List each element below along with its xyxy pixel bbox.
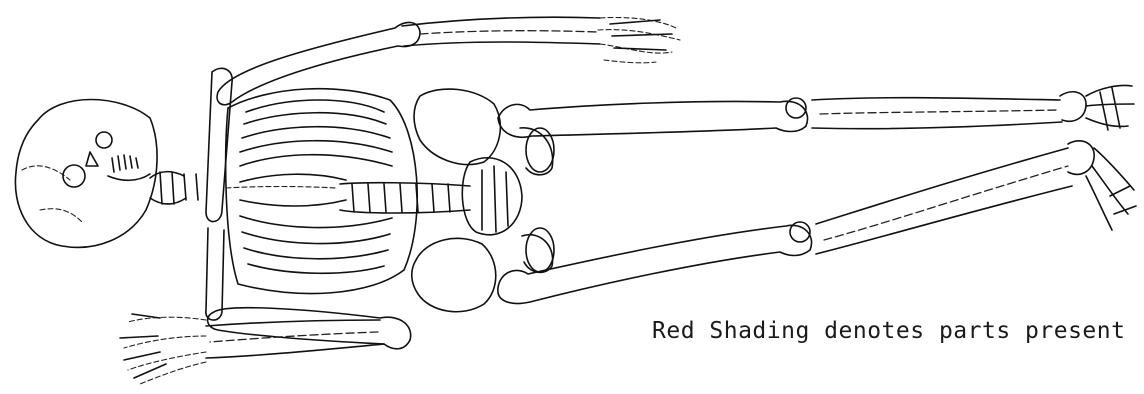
nasal-cavity <box>86 152 98 166</box>
ilium-upper <box>414 89 500 165</box>
ankle-upper <box>1060 92 1086 121</box>
upper-arm-group <box>217 17 680 104</box>
hand-lower <box>124 317 206 384</box>
obturator-upper <box>526 128 554 172</box>
lower-arm-group <box>120 308 411 384</box>
eye-socket-right <box>96 132 112 148</box>
ankle-lower <box>1068 141 1094 174</box>
humerus-lower <box>208 308 411 349</box>
foot-upper <box>1086 85 1134 130</box>
fibula-lower <box>824 166 1068 240</box>
lumbar-spine <box>340 183 470 213</box>
clavicle-lower <box>206 228 224 320</box>
fingers-lower <box>120 314 166 378</box>
radius-ulna-lower-dash <box>210 332 378 342</box>
femur-upper <box>498 101 808 137</box>
teeth <box>112 155 138 172</box>
obturator-lower <box>526 228 554 272</box>
fingers-upper <box>610 20 672 50</box>
pubis <box>520 128 553 273</box>
humerus-upper <box>217 22 420 104</box>
ilium-lower <box>412 238 496 311</box>
ribcage <box>226 89 418 294</box>
tibia-lower <box>816 148 1072 254</box>
radius-ulna-upper-dash <box>420 31 598 34</box>
caption-text: Red Shading denotes parts present <box>652 314 1132 348</box>
jaw <box>108 174 150 180</box>
upper-leg-group <box>498 85 1134 137</box>
fibula-upper <box>820 110 1058 114</box>
eye-socket-left <box>63 165 85 187</box>
femur-lower <box>498 225 812 303</box>
skull <box>15 100 157 248</box>
sacrum <box>462 158 522 235</box>
cervical-spine <box>150 172 198 204</box>
cranium-suture <box>22 166 82 222</box>
cranium <box>15 100 157 248</box>
sacrum-lines <box>482 166 508 232</box>
lower-leg-group <box>498 141 1136 304</box>
